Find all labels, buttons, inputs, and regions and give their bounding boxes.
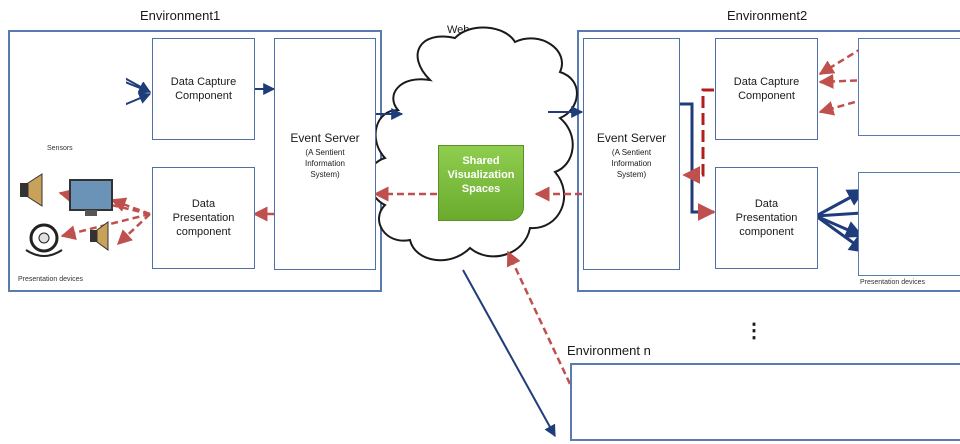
environment2-title: Environment2 — [727, 8, 808, 23]
sensors-group — [14, 37, 126, 139]
web-cloud — [367, 26, 578, 262]
capture2-to-server2 — [682, 88, 714, 184]
sensors-label: Sensors — [47, 145, 73, 152]
more-environments-ellipsis: ⋮ — [744, 320, 764, 342]
environment-n-to-shared — [506, 250, 572, 385]
shared-line2: Visualization — [447, 169, 515, 181]
web-to-environment-n — [462, 269, 556, 438]
presentation-devices-group-2 — [858, 172, 960, 276]
presentation2-line3: component — [739, 226, 794, 238]
sensor2-link-3 — [818, 94, 877, 116]
server2-sub1: (A Sentient — [611, 148, 652, 157]
event-server-title: Event Server — [290, 131, 360, 145]
presentation2-link-3 — [815, 214, 864, 238]
presentation-devices-label: Presentation devices — [18, 276, 83, 283]
speaker-icon — [20, 173, 43, 207]
server-sub1: (A Sentient — [305, 148, 345, 157]
environment2-frame — [577, 30, 960, 292]
presentation-line2: Presentation — [172, 212, 235, 224]
capture2-line1: Data Capture — [733, 76, 800, 88]
shared-visualization-spaces: Shared Visualization Spaces — [438, 145, 524, 221]
environment-n-frame — [570, 363, 960, 441]
server2-sub3: System) — [616, 170, 647, 179]
monitor-icon — [69, 179, 113, 216]
shared-line1: Shared — [462, 155, 500, 167]
sensor2-link-1 — [818, 40, 873, 76]
presentation2-line2: Presentation — [735, 212, 798, 224]
presentation-line1: Data — [191, 198, 216, 210]
capture-line1: Data Capture — [170, 76, 237, 88]
speaker-icon-2 — [90, 221, 109, 251]
presentation-line3: component — [176, 226, 231, 238]
presentation-link-3 — [116, 213, 151, 246]
environment-n-title: Environment n — [567, 343, 651, 358]
server2-sub2: Information — [611, 159, 652, 168]
capture-line2: Component — [175, 90, 232, 102]
server-sub2: Information — [304, 159, 346, 168]
server-sub3: System) — [310, 170, 340, 179]
presentation2-link-1 — [815, 188, 866, 218]
server2-to-presentation2 — [680, 102, 716, 221]
sensor2-link-2 — [818, 73, 869, 89]
sensors-group-2 — [858, 38, 960, 136]
presentation-link-2 — [110, 197, 151, 216]
shared-line3: Spaces — [461, 183, 501, 195]
presentation2-line1: Data — [754, 198, 779, 210]
presentation2-link-4 — [815, 214, 868, 254]
presentation-devices-label-2: Presentation devices — [860, 279, 925, 286]
capture2-line2: Component — [738, 90, 795, 102]
environment1-title: Environment1 — [140, 8, 221, 23]
event-server-title-2: Event Server — [596, 131, 667, 145]
headset-icon — [25, 223, 63, 257]
